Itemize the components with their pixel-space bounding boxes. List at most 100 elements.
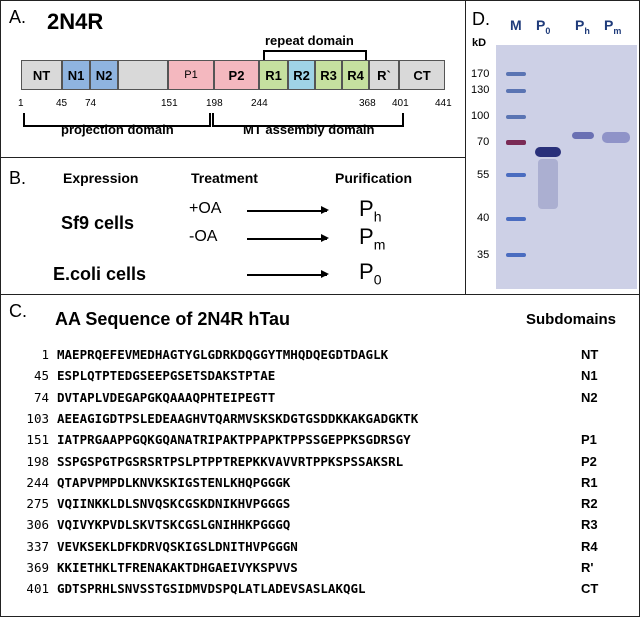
residue-sequence: GDTSPRHLSNVSSTGSIDMVDSPQLATLADEVSASLAKQG… <box>57 581 366 597</box>
pm-main: P <box>359 224 374 249</box>
plus-oa: +OA <box>189 200 222 217</box>
residue-number: 337 <box>26 538 49 554</box>
domain-bar: NT N1 N2 P1 P2 R1 R2 R3 R4 R` CT <box>21 60 445 90</box>
marker-band <box>506 89 526 93</box>
p0-sub: 0 <box>373 271 382 288</box>
subdomain-label: R2 <box>581 496 598 512</box>
segment-n2: N2 <box>90 60 118 90</box>
panel-d: D. kD M P0 Ph Pm 170 130 100 70 55 40 35 <box>465 0 640 295</box>
residue-sequence: VQIINKKLDLSNVQSKCGSKDNIKHVPGGGS <box>57 496 291 512</box>
repeat-domain-bracket <box>263 50 367 62</box>
segment-r3: R3 <box>315 60 342 90</box>
pm-sub: m <box>373 236 386 253</box>
residue-number: 103 <box>26 410 49 426</box>
sequence-row: 244 QTAPVPMPDLKNVKSKIGSTENLKHQPGGGK <box>1 475 290 490</box>
head-expression: Expression <box>63 170 139 186</box>
segment-ct: CT <box>399 60 445 90</box>
segment-p1: P1 <box>168 60 214 90</box>
subdomain-label: R' <box>581 560 594 575</box>
residue-number: 74 <box>33 389 49 405</box>
subdomain-label: R3 <box>581 517 598 533</box>
subdomain-label: N1 <box>581 368 598 384</box>
segment-r1: R1 <box>259 60 288 90</box>
gel-image <box>496 45 637 289</box>
marker-label: 100 <box>471 110 490 122</box>
marker-band <box>506 217 526 221</box>
panel-b: B. Expression Treatment Purification Sf9… <box>0 157 466 295</box>
sequence-row: 151 IATPRGAAPPGQKGQANATRIPAKTPPAPKTPPSSGE… <box>1 432 411 448</box>
residue-sequence: DVTAPLVDEGAPGKQAAAQPHTEIPEGTT <box>57 389 276 405</box>
panel-d-label: D. <box>472 9 490 29</box>
arrow-ecoli <box>247 271 329 277</box>
segment-gap <box>118 60 168 90</box>
segment-n1: N1 <box>62 60 90 90</box>
subdomain-label: CT <box>581 581 599 597</box>
mt-assembly-domain-label: MT assembly domain <box>243 122 375 137</box>
lane-pm-main: P <box>604 17 614 33</box>
segment-p2: P2 <box>214 60 259 90</box>
segment-r-prime: R` <box>369 60 399 90</box>
sf9-cells: Sf9 cells <box>61 213 135 233</box>
gene-title: 2N4R <box>47 9 104 34</box>
minus-oa: -OA <box>189 228 218 245</box>
residue-sequence: SSPGSPGTPGSRSRTPSLPTPPTREPKKVAVVRTPPKSPS… <box>57 453 404 469</box>
residue-sequence: AEEAGIGDTPSLEDEAAGHVTQARMVSKSKDGTGSDDKKA… <box>57 410 419 426</box>
marker-label: 55 <box>477 169 490 181</box>
segment-r4: R4 <box>342 60 369 90</box>
residue-number: 198 <box>26 453 49 469</box>
residue-number: 45 <box>33 368 49 384</box>
marker-band <box>506 115 526 119</box>
sequence-block: 1 MAEPRQEFEVMEDHAGTYGLGDRKDQGGYTMHQDQEGDT… <box>1 347 640 607</box>
residue-sequence: MAEPRQEFEVMEDHAGTYGLGDRKDQGGYTMHQDQEGDTD… <box>57 347 389 362</box>
mt-assembly-bracket <box>212 113 404 127</box>
sequence-row: 198 SSPGSPGTPGSRSRTPSLPTPPTREPKKVAVVRTPPK… <box>1 454 403 469</box>
lane-pm-label: Pm <box>604 17 621 36</box>
marker-label: 170 <box>471 68 490 80</box>
residue-number: 1 <box>41 347 49 362</box>
subdomain-label: P1 <box>581 432 597 448</box>
ecoli-cells: E.coli cells <box>53 264 147 284</box>
ph-main: P <box>359 196 374 221</box>
panel-a-label: A. <box>9 7 27 27</box>
residue-number: 151 <box>26 432 49 448</box>
product-pm: Pm <box>359 224 385 252</box>
lane-p0-sub: 0 <box>545 25 551 36</box>
p0-main: P <box>359 259 374 284</box>
panel-a: A. 2N4R repeat domain NT N1 N2 P1 P2 R1 … <box>0 0 466 158</box>
residue-sequence: QTAPVPMPDLKNVKSKIGSTENLKHQPGGGK <box>57 474 291 490</box>
sequence-row: 74 DVTAPLVDEGAPGKQAAAQPHTEIPEGTT <box>1 390 275 405</box>
lane-ph-label: Ph <box>575 17 590 36</box>
marker-label: 70 <box>477 136 490 148</box>
tick-label: 74 <box>85 98 97 109</box>
subdomain-label: R1 <box>581 474 598 490</box>
projection-domain-label: projection domain <box>61 122 174 137</box>
subdomain-label: N2 <box>581 389 598 405</box>
sequence-row: 103 AEEAGIGDTPSLEDEAAGHVTQARMVSKSKDGTGSDD… <box>1 411 418 426</box>
residue-sequence: KKIETHKLTFRENAKAKTDHGAEIVYKSPVVS <box>57 560 298 575</box>
marker-band <box>506 72 526 76</box>
tick-label: 1 <box>18 98 24 109</box>
segment-r2: R2 <box>288 60 315 90</box>
subdomain-label: P2 <box>581 453 597 469</box>
subdomain-label: NT <box>581 347 599 362</box>
residue-number: 244 <box>26 474 49 490</box>
residue-sequence: IATPRGAAPPGQKGQANATRIPAKTPPAPKTPPSSGEPPK… <box>57 432 411 448</box>
marker-label: 40 <box>477 212 490 224</box>
marker-label: 130 <box>471 84 490 96</box>
lane-p0-main: P <box>536 17 546 33</box>
lane-ph-main: P <box>575 17 585 33</box>
tick-label: 401 <box>392 98 409 109</box>
head-purification: Purification <box>335 170 413 186</box>
arrow-minus-oa <box>247 235 329 241</box>
residue-number: 401 <box>26 581 49 597</box>
residue-number: 275 <box>26 496 49 512</box>
marker-band <box>506 140 526 145</box>
sequence-title: AA Sequence of 2N4R hTau <box>55 309 291 329</box>
ph-band <box>572 132 594 139</box>
subdomains-title: Subdomains <box>526 311 617 328</box>
panel-c: C. AA Sequence of 2N4R hTau Subdomains 1… <box>0 294 640 617</box>
lane-p0-label: P0 <box>536 17 550 36</box>
